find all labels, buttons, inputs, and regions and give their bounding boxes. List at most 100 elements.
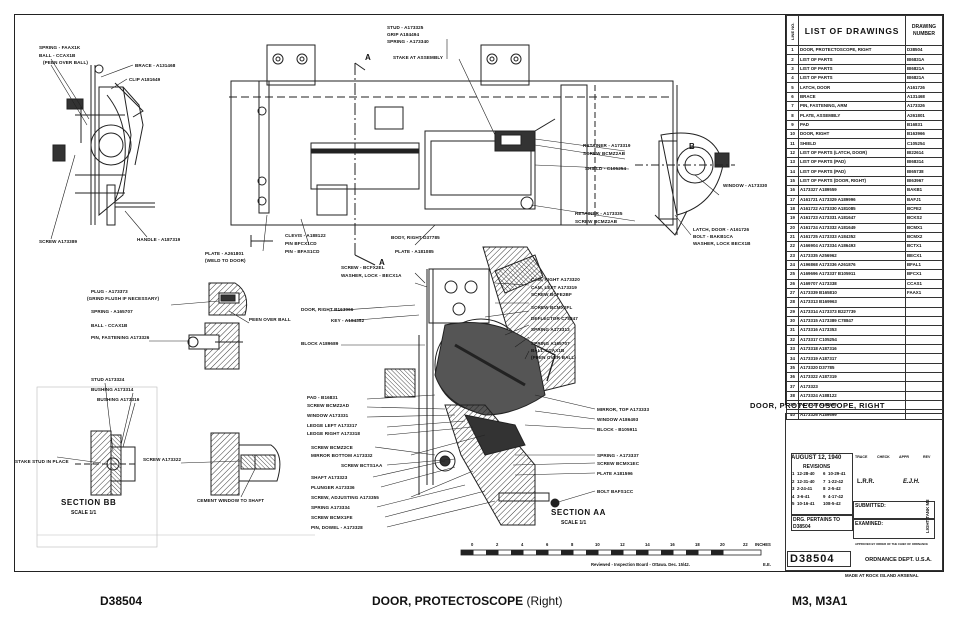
callout-label: DEFLECTOR C78847 — [531, 316, 578, 321]
callout-label: CLEVIS - A188122 — [285, 233, 326, 238]
section-marker-a: A — [379, 258, 385, 267]
drawing-number-cell — [905, 390, 943, 402]
drawing-number-cell: D38504 — [905, 44, 943, 56]
drawing-number-cell: BECX1 — [905, 250, 943, 261]
line-number-cell: 12 — [786, 147, 799, 159]
line-number-cell: 3 — [786, 63, 799, 75]
drawing-number-cell — [905, 372, 943, 383]
description-cell: A173318 A187316 — [798, 343, 906, 355]
callout-label: STUD A173324 — [91, 377, 125, 382]
description-cell: A173327 A189559 — [798, 185, 906, 196]
description-cell: A173319 A187317 — [798, 353, 906, 364]
callout-label: BODY, RIGHT D37785 — [391, 235, 440, 240]
trace-header: TRACE — [855, 455, 868, 459]
description-cell: A173335 A256962 — [798, 250, 906, 261]
line-number-cell: 33 — [786, 343, 799, 355]
callout-label: HANDLE - A187319 — [137, 237, 181, 242]
drawing-number: D38504 — [790, 553, 835, 565]
scale-tick-label: 14 — [645, 542, 650, 547]
drawing-number-cell: A261801 — [905, 110, 943, 121]
line-number-cell: 14 — [786, 166, 799, 177]
drawing-number-cell: BFCX1 — [905, 269, 943, 280]
appr-header: APPR — [899, 455, 909, 459]
drawing-sheet: 0 2 4 6 8 10 12 14 16 18 20 22 INCHES Re… — [14, 14, 944, 578]
footer-title-main: DOOR, PROTECTOSCOPE — [372, 594, 524, 608]
drawing-number-header: DRAWING NUMBER — [905, 15, 943, 46]
line-number-cell: 36 — [786, 372, 799, 383]
callout-label: RETAINER - A173335 — [575, 211, 623, 216]
section-aa-scale: SCALE 1/1 — [561, 520, 587, 526]
callout-label: SCREW BCMX2FL — [531, 305, 572, 310]
line-number-cell: 37 — [786, 381, 799, 392]
callout-label: SPRING - A165707 — [91, 309, 133, 314]
callout-label: PLUG - A173373 — [91, 289, 128, 294]
callout-label: SCREW A173322 — [143, 457, 181, 462]
drawing-number-cell: BI6821A — [905, 63, 943, 75]
description-cell: A173316 A173353 — [798, 325, 906, 336]
title-block: AUGUST 12, 1940 TRACE CHECK APPR REV REV… — [785, 413, 943, 578]
line-number-cell: 38 — [786, 390, 799, 402]
revision-cell: 4-17-42 — [828, 493, 844, 499]
revision-cell: 2 — [792, 478, 795, 484]
description-cell: A161721 A173329 A189996 — [798, 194, 906, 205]
description-cell: DOOR, RIGHT — [798, 129, 906, 140]
callout-label: BALL - CCAX1B — [91, 323, 128, 328]
footer-title: DOOR, PROTECTOSCOPE (Right) — [372, 594, 563, 608]
callout-label: LEDGE LEFT A173317 — [307, 423, 357, 428]
drawing-number-cell: BCMX2 — [905, 231, 943, 243]
drawing-number-cell: C105254 — [905, 138, 943, 149]
scale-tick-label: 22 — [743, 542, 748, 547]
revision-cell: 2-5-42 — [828, 486, 841, 492]
callout-label: BOLT - BAKB1CA — [693, 234, 734, 239]
description-cell: DOOR, PROTECTOSCOPE, RIGHT — [798, 44, 906, 56]
traced-by: E.J.H. — [903, 479, 920, 485]
callout-label: STAKE AT ASSEMBLY — [393, 55, 443, 60]
engineering-drawing: 0 2 4 6 8 10 12 14 16 18 20 22 INCHES Re… — [15, 25, 771, 567]
scale-unit: INCHES — [755, 542, 771, 547]
callout-label: BRACE - A131468 — [135, 63, 176, 68]
callout-label: SCREW - BCFX2EL — [341, 265, 385, 270]
line-number-cell: 28 — [786, 297, 799, 308]
callout-label: LATCH, DOOR - A161726 — [693, 227, 750, 232]
callout-label: SCREW BCTS1AA — [341, 463, 383, 468]
callout-label: WINDOW - A173330 — [723, 183, 768, 188]
callout-label: PIN - BFAS1CD — [285, 249, 320, 254]
scale-tick-label: 2 — [496, 542, 499, 547]
description-cell: A173315 A173389 C78847 — [798, 315, 906, 327]
line-number-cell: 24 — [786, 259, 799, 271]
callout-label: SCREW BCMZ2AB — [575, 219, 618, 224]
description-cell: LIST OF PARTS — [798, 73, 906, 84]
line-number-cell: 34 — [786, 353, 799, 364]
description-cell: A173317 C105254 — [798, 334, 906, 346]
description-cell: A166904 A173334 A186493 — [798, 241, 906, 252]
description-cell: LATCH, DOOR — [798, 82, 906, 93]
line-number-cell: 11 — [786, 138, 799, 149]
callout-label: LEDGE RIGHT A173318 — [307, 431, 360, 436]
line-number-cell: 8 — [786, 110, 799, 121]
description-cell: A196868 A173336 A261876 — [798, 259, 906, 271]
revision-cell: 3 — [792, 486, 795, 492]
line-number-cell: 22 — [786, 241, 799, 252]
callout-label: PIN, FASTENING A173326 — [91, 335, 150, 340]
callout-label: SCREW BCMX1EC — [597, 461, 640, 466]
drawing-number-cell — [905, 400, 943, 411]
callout-label: SCREW BCMZ2AD — [307, 403, 350, 408]
revision-cell: 8-5-42 — [828, 501, 841, 507]
sheet-label: LIGHT TANK M3 — [925, 499, 930, 533]
callout-label: SCREW BCMX1FE — [311, 515, 353, 520]
callout-label: BLOCK - B105911 — [597, 427, 638, 432]
callout-label: MIRROR BOTTOM A173332 — [311, 453, 373, 458]
callout-label: (PEEN OVER BALL) — [43, 60, 88, 65]
